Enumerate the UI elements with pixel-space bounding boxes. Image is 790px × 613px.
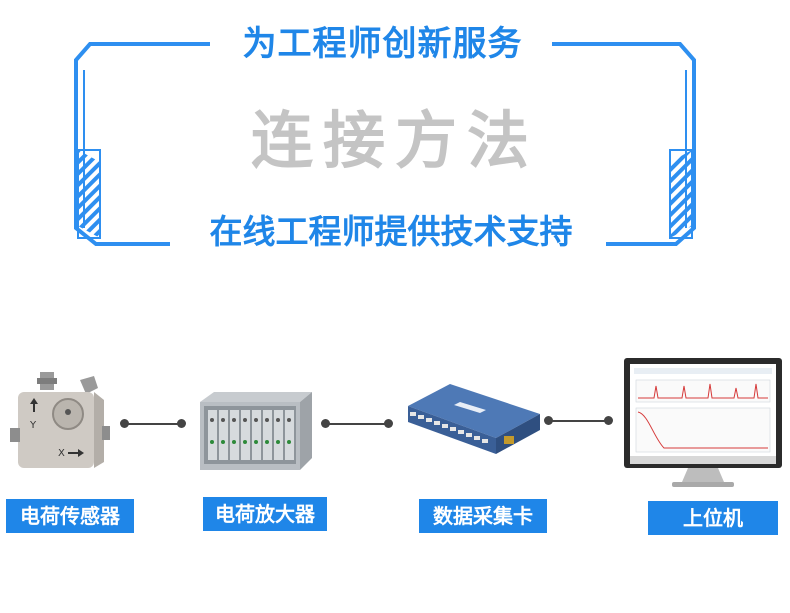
connector-dot bbox=[321, 419, 330, 428]
sensor-y-mark: Y bbox=[29, 420, 37, 431]
daq-card-icon bbox=[408, 384, 540, 454]
connector-amplifier-daq bbox=[325, 423, 388, 425]
connector-sensor-amplifier bbox=[124, 423, 182, 425]
connector-dot bbox=[384, 419, 393, 428]
label-charge-sensor: 电荷传感器 bbox=[6, 499, 134, 533]
label-daq-card: 数据采集卡 bbox=[419, 499, 547, 533]
frame-left-stripes bbox=[78, 150, 100, 238]
host-computer-icon bbox=[624, 358, 782, 487]
connector-dot bbox=[604, 416, 613, 425]
connector-dot bbox=[177, 419, 186, 428]
charge-sensor-icon: Y X bbox=[10, 372, 110, 468]
label-host-computer: 上位机 bbox=[648, 501, 778, 535]
bottom-title: 在线工程师提供技术支持 bbox=[176, 209, 606, 255]
connector-dot bbox=[120, 419, 129, 428]
sensor-x-mark: X bbox=[58, 448, 65, 459]
connector-daq-computer bbox=[548, 420, 608, 422]
frame-top-right-line bbox=[552, 42, 696, 246]
frame-right-stripes bbox=[670, 150, 692, 238]
frame-top-left-line bbox=[74, 42, 210, 246]
label-charge-amplifier: 电荷放大器 bbox=[203, 497, 327, 531]
title-frame bbox=[74, 42, 696, 246]
connector-dot bbox=[544, 416, 553, 425]
top-title: 为工程师创新服务 bbox=[215, 20, 550, 68]
charge-amplifier-icon bbox=[200, 392, 312, 470]
main-title: 连接方法 bbox=[250, 104, 539, 177]
